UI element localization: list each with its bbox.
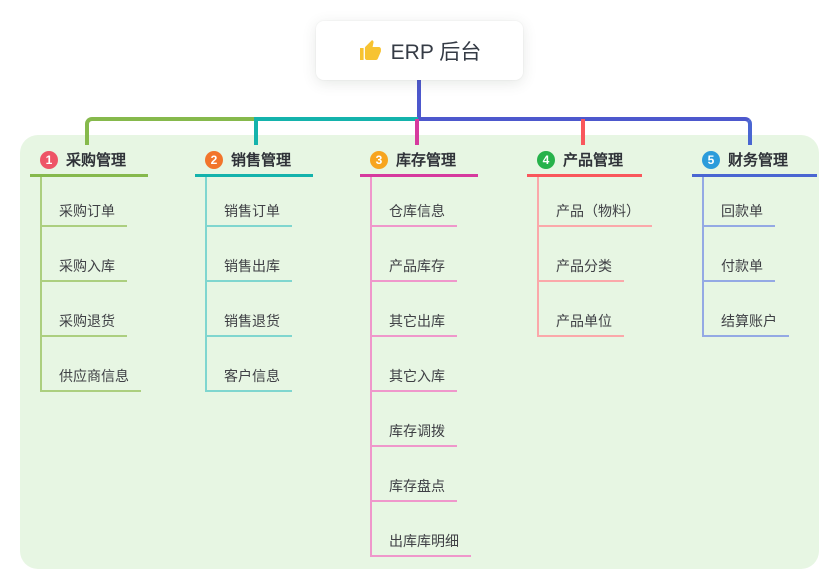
child-item: 销售订单 bbox=[207, 177, 313, 227]
child-node[interactable]: 采购订单 bbox=[42, 203, 127, 227]
branch-inventory-children: 仓库信息 产品库存 其它出库 其它入库 库存调拨 库存盘点 出库库明细 bbox=[370, 177, 478, 557]
child-item: 库存调拨 bbox=[372, 392, 478, 447]
branch-number-badge: 4 bbox=[537, 150, 555, 169]
branch-label: 库存管理 bbox=[396, 152, 457, 169]
child-item: 销售退货 bbox=[207, 282, 313, 337]
child-item: 其它入库 bbox=[372, 337, 478, 392]
child-item: 产品（物料） bbox=[539, 177, 652, 227]
child-node[interactable]: 客户信息 bbox=[207, 368, 292, 392]
child-node[interactable]: 其它出库 bbox=[372, 313, 457, 337]
branch-number-badge: 1 bbox=[40, 150, 58, 169]
child-item: 客户信息 bbox=[207, 337, 313, 392]
child-node[interactable]: 供应商信息 bbox=[42, 368, 141, 392]
branch-sales: 2 销售管理 销售订单 销售出库 销售退货 客户信息 bbox=[195, 145, 313, 392]
branch-label: 产品管理 bbox=[563, 152, 624, 169]
child-node[interactable]: 仓库信息 bbox=[372, 203, 457, 227]
branch-label: 销售管理 bbox=[231, 152, 292, 169]
child-item: 采购入库 bbox=[42, 227, 148, 282]
branch-inventory: 3 库存管理 仓库信息 产品库存 其它出库 其它入库 库存调拨 库存盘点 出库库… bbox=[360, 145, 478, 557]
child-item: 其它出库 bbox=[372, 282, 478, 337]
child-item: 采购订单 bbox=[42, 177, 148, 227]
branch-purchase-children: 采购订单 采购入库 采购退货 供应商信息 bbox=[40, 177, 148, 392]
child-node[interactable]: 结算账户 bbox=[704, 313, 789, 337]
branch-finance-title[interactable]: 5 财务管理 bbox=[692, 145, 817, 177]
branch-sales-title[interactable]: 2 销售管理 bbox=[195, 145, 313, 177]
thumbs-up-icon bbox=[359, 39, 381, 60]
child-node[interactable]: 产品库存 bbox=[372, 258, 457, 282]
branch-product-title[interactable]: 4 产品管理 bbox=[527, 145, 642, 177]
child-item: 仓库信息 bbox=[372, 177, 478, 227]
child-node[interactable]: 库存调拨 bbox=[372, 423, 457, 447]
branch-number-badge: 2 bbox=[205, 150, 223, 169]
child-item: 产品单位 bbox=[539, 282, 642, 337]
branch-purchase-title[interactable]: 1 采购管理 bbox=[30, 145, 148, 177]
child-node[interactable]: 产品（物料） bbox=[539, 203, 652, 227]
child-item: 销售出库 bbox=[207, 227, 313, 282]
branch-product-children: 产品（物料） 产品分类 产品单位 bbox=[537, 177, 652, 337]
branch-sales-children: 销售订单 销售出库 销售退货 客户信息 bbox=[205, 177, 313, 392]
child-node[interactable]: 采购入库 bbox=[42, 258, 127, 282]
child-item: 结算账户 bbox=[704, 282, 817, 337]
child-item: 供应商信息 bbox=[42, 337, 148, 392]
root-stem-line bbox=[417, 80, 421, 121]
child-item: 产品库存 bbox=[372, 227, 478, 282]
root-node[interactable]: ERP 后台 bbox=[316, 21, 523, 80]
child-node[interactable]: 回款单 bbox=[704, 203, 775, 227]
branches-background-panel bbox=[20, 135, 819, 569]
branch-label: 采购管理 bbox=[66, 152, 127, 169]
branch-label: 财务管理 bbox=[728, 152, 789, 169]
branch-finance: 5 财务管理 回款单 付款单 结算账户 bbox=[692, 145, 817, 337]
branch-product: 4 产品管理 产品（物料） 产品分类 产品单位 bbox=[527, 145, 652, 337]
child-item: 付款单 bbox=[704, 227, 817, 282]
branch-number-badge: 5 bbox=[702, 150, 720, 169]
branch-purchase: 1 采购管理 采购订单 采购入库 采购退货 供应商信息 bbox=[30, 145, 148, 392]
child-node[interactable]: 销售退货 bbox=[207, 313, 292, 337]
child-node[interactable]: 采购退货 bbox=[42, 313, 127, 337]
child-item: 出库库明细 bbox=[372, 502, 478, 557]
branch-inventory-title[interactable]: 3 库存管理 bbox=[360, 145, 478, 177]
branch-number-badge: 3 bbox=[370, 150, 388, 169]
child-node[interactable]: 其它入库 bbox=[372, 368, 457, 392]
child-item: 采购退货 bbox=[42, 282, 148, 337]
child-item: 回款单 bbox=[704, 177, 817, 227]
child-node[interactable]: 销售订单 bbox=[207, 203, 292, 227]
child-node[interactable]: 出库库明细 bbox=[372, 533, 471, 557]
root-node-label: ERP 后台 bbox=[390, 40, 482, 64]
branch-finance-children: 回款单 付款单 结算账户 bbox=[702, 177, 817, 337]
child-node[interactable]: 产品分类 bbox=[539, 258, 624, 282]
child-item: 库存盘点 bbox=[372, 447, 478, 502]
child-node[interactable]: 产品单位 bbox=[539, 313, 624, 337]
child-node[interactable]: 付款单 bbox=[704, 258, 775, 282]
child-node[interactable]: 销售出库 bbox=[207, 258, 292, 282]
child-node[interactable]: 库存盘点 bbox=[372, 478, 457, 502]
child-item: 产品分类 bbox=[539, 227, 642, 282]
